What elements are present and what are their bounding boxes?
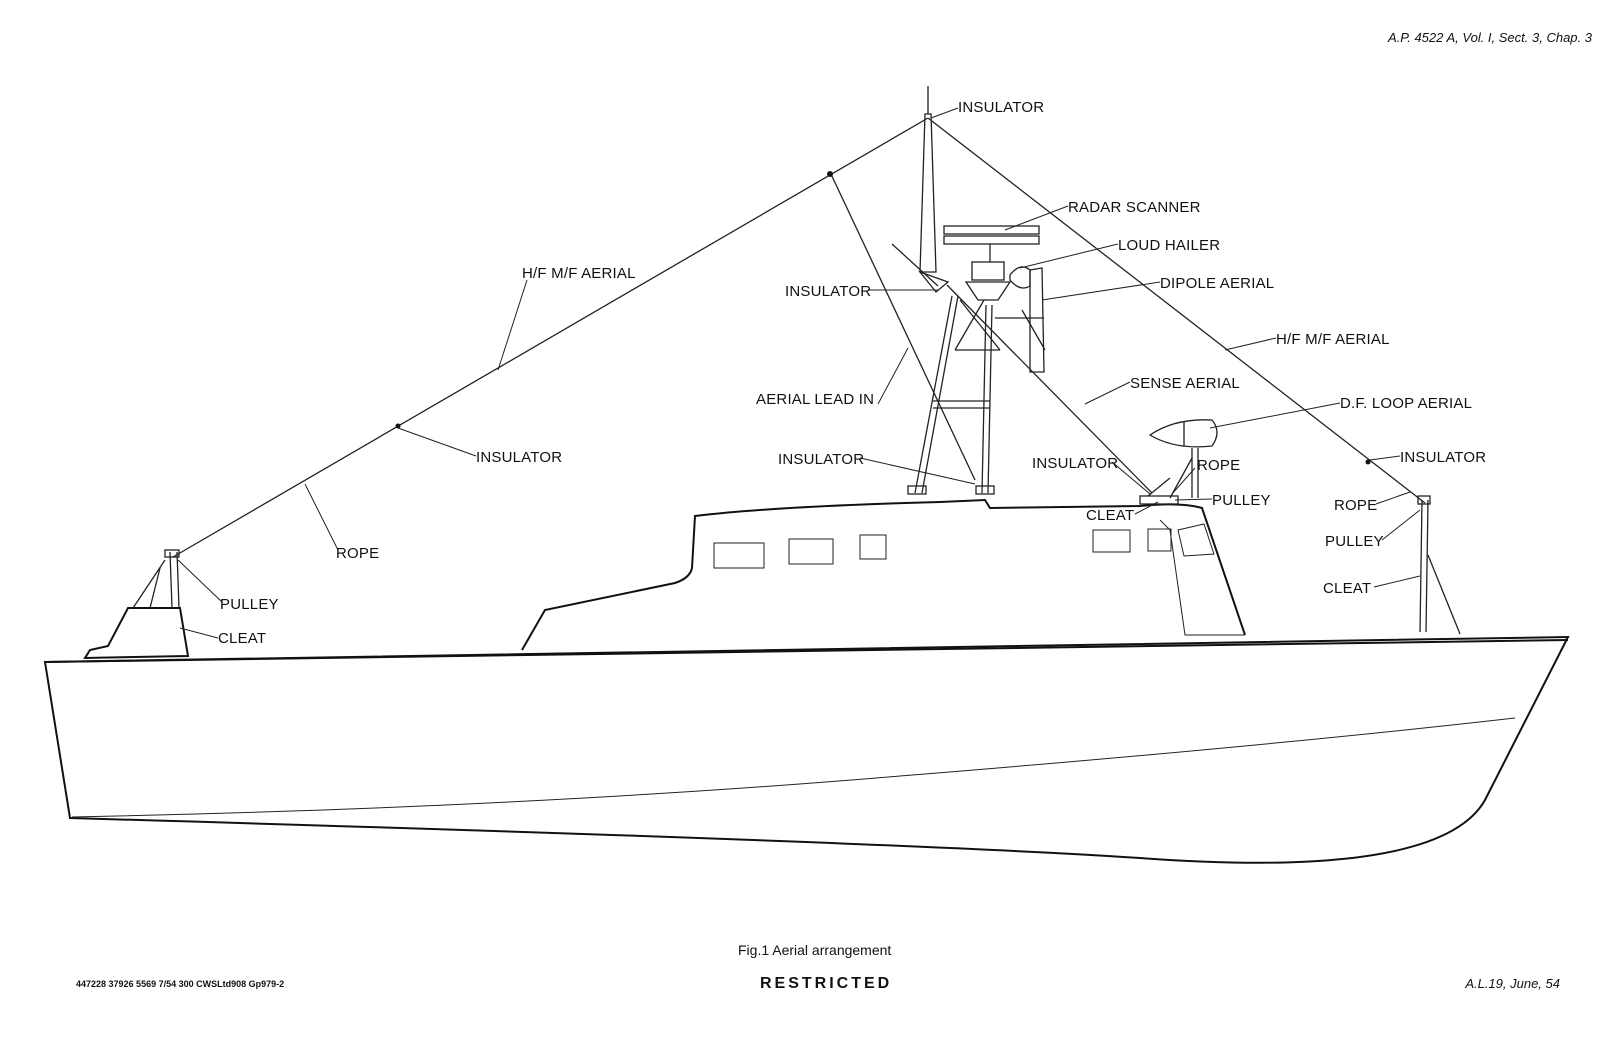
main-mast [891,86,1001,495]
label-rope-fwd: ROPE [336,545,379,562]
label-insulator-bridge: INSULATOR [1032,455,1118,472]
hull [43,635,1570,864]
print-code: 447228 37926 5569 7/54 300 CWSLtd908 Gp9… [76,979,285,989]
label-cleat-aft: CLEAT [1323,580,1371,597]
label-insulator-mast: INSULATOR [958,99,1044,116]
label-rope-bridge: ROPE [1197,457,1240,474]
label-cleat-fwd: CLEAT [218,630,266,647]
classification-marking: RESTRICTED [760,975,893,992]
label-sense-aerial: SENSE AERIAL [1130,375,1240,392]
label-pulley-bridge: PULLEY [1212,492,1271,509]
forward-post [132,549,180,609]
foredeck-block [83,607,190,660]
label-cleat-bridge: CLEAT [1086,507,1134,524]
label-insulator-fwd: INSULATOR [476,449,562,466]
label-insulator-aft: INSULATOR [1400,449,1486,466]
dipole-aerial [995,267,1046,373]
document-reference: A.P. 4522 A, Vol. I, Sect. 3, Chap. 3 [1387,30,1592,45]
label-hf-mf-aerial-fwd: H/F M/F AERIAL [522,265,636,282]
diagram-labels: INSULATOR RADAR SCANNER LOUD HAILER DIPO… [218,99,1486,647]
label-loud-hailer: LOUD HAILER [1118,237,1220,254]
df-loop-aerial [1139,419,1218,505]
amendment-list: A.L.19, June, 54 [1465,976,1560,991]
label-pulley-aft: PULLEY [1325,533,1384,550]
label-pulley-fwd: PULLEY [220,596,279,613]
aerial-wires [172,117,1426,558]
label-dipole-aerial: DIPOLE AERIAL [1160,275,1274,292]
label-insulator-mid: INSULATOR [785,283,871,300]
figure-caption: Fig.1 Aerial arrangement [738,942,892,958]
loud-hailer [1009,266,1031,289]
label-radar-scanner: RADAR SCANNER [1068,199,1201,216]
label-df-loop-aerial: D.F. LOOP AERIAL [1340,395,1472,412]
superstructure [521,498,1246,651]
label-hf-mf-aerial-aft: H/F M/F AERIAL [1276,331,1390,348]
label-rope-aft: ROPE [1334,497,1377,514]
label-insulator-deck: INSULATOR [778,451,864,468]
radar-scanner [943,225,1040,301]
leader-lines [177,107,1421,639]
label-aerial-lead-in: AERIAL LEAD IN [756,391,874,408]
aft-post [1417,495,1461,635]
